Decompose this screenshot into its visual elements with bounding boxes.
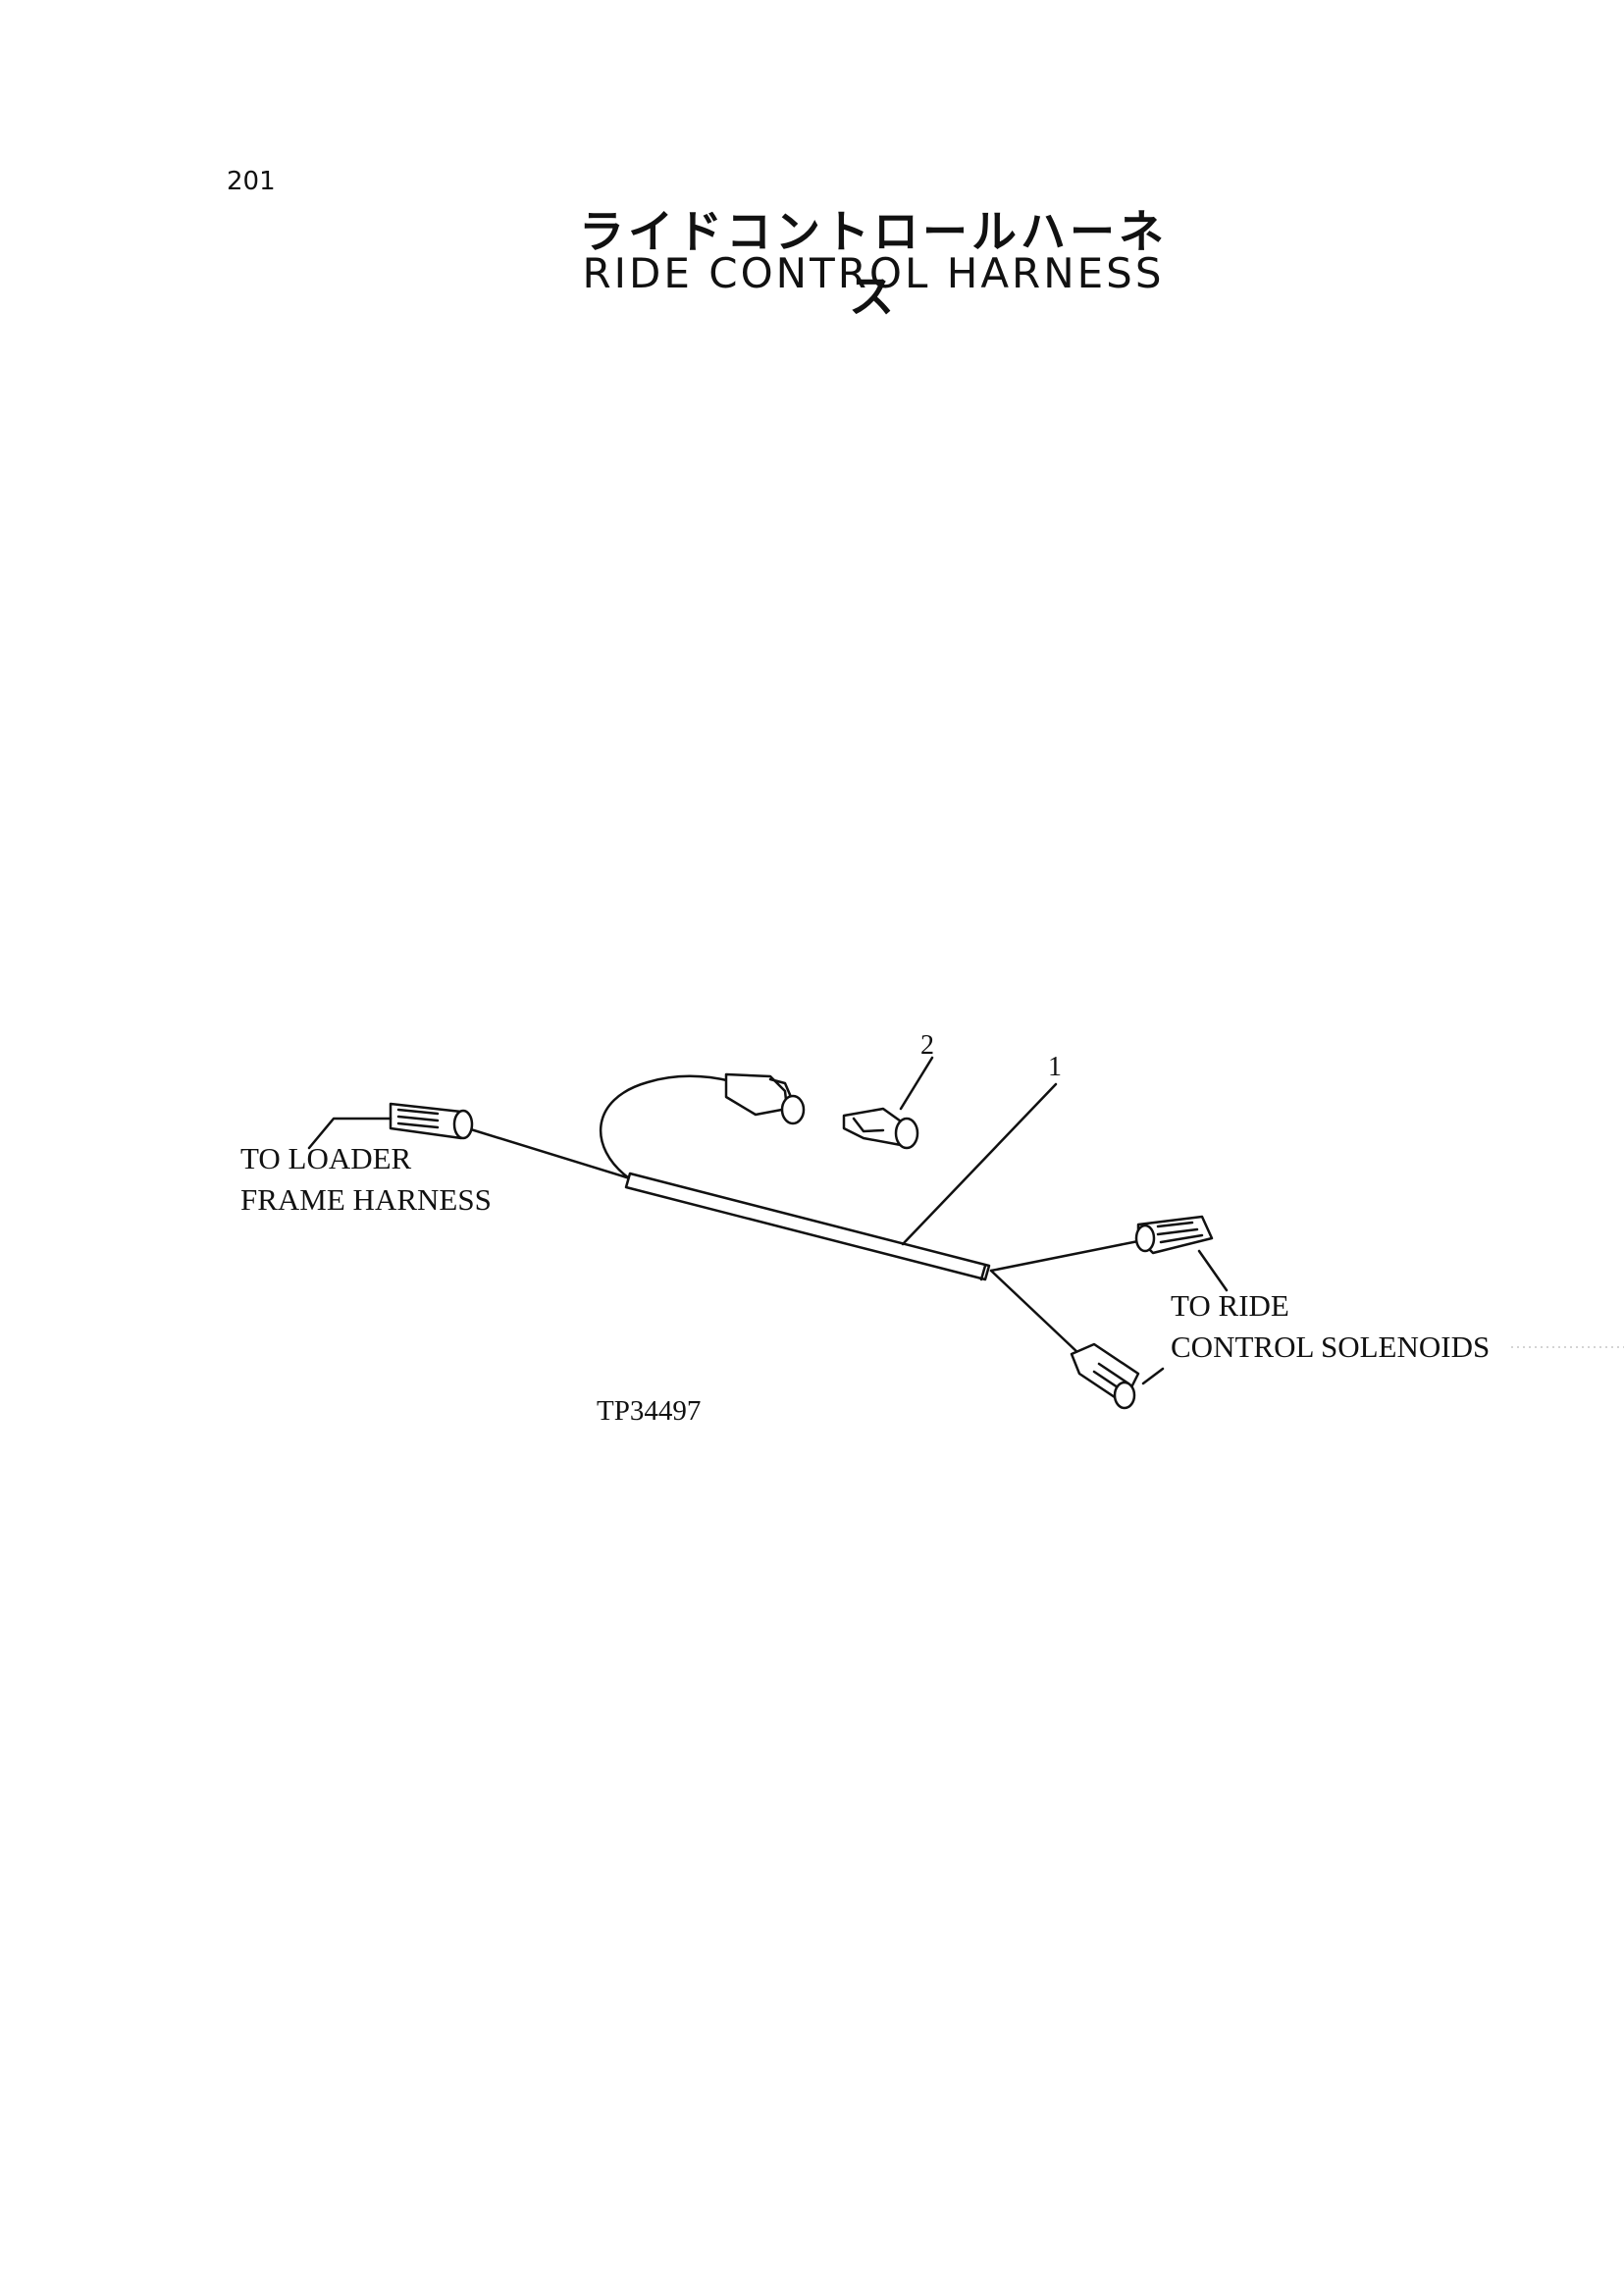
wire-ride-upper — [989, 1239, 1140, 1273]
label-ride-line1: TO RIDE — [1171, 1288, 1289, 1323]
callout-1: 1 — [1048, 1052, 1062, 1082]
leader-callout-1 — [901, 1082, 1058, 1246]
label-ride-control-solenoids: TO RIDE CONTROL SOLENOIDS — [1171, 1285, 1490, 1368]
label-loader-line2: FRAME HARNESS — [240, 1182, 492, 1217]
wire-ride-lower — [989, 1269, 1081, 1356]
page-number: 201 — [227, 167, 276, 196]
connector-part-2 — [842, 1107, 919, 1150]
ride-connector-lower — [1070, 1342, 1140, 1410]
leader-ride-upper — [1197, 1249, 1229, 1292]
page-title-japanese: ライドコントロールハーネス — [579, 205, 1168, 323]
harness-sleeve — [624, 1172, 991, 1281]
wire-loader — [459, 1124, 635, 1181]
label-loader-frame-harness: TO LOADER FRAME HARNESS — [240, 1138, 492, 1221]
label-ride-line2: CONTROL SOLENOIDS — [1171, 1329, 1491, 1364]
loop-connector — [724, 1072, 806, 1125]
leader-ride-lower — [1141, 1367, 1165, 1385]
callout-2: 2 — [920, 1030, 934, 1061]
leader-loader — [307, 1117, 393, 1150]
ride-connector-upper — [1134, 1215, 1214, 1255]
leader-callout-2 — [899, 1056, 934, 1111]
label-loader-line1: TO LOADER — [240, 1141, 412, 1175]
figure-id: TP34497 — [597, 1395, 702, 1427]
wire-loop — [599, 1074, 733, 1179]
loader-connector — [389, 1102, 474, 1140]
page-title: RIDE CONTROL HARNESS — [582, 249, 1165, 297]
